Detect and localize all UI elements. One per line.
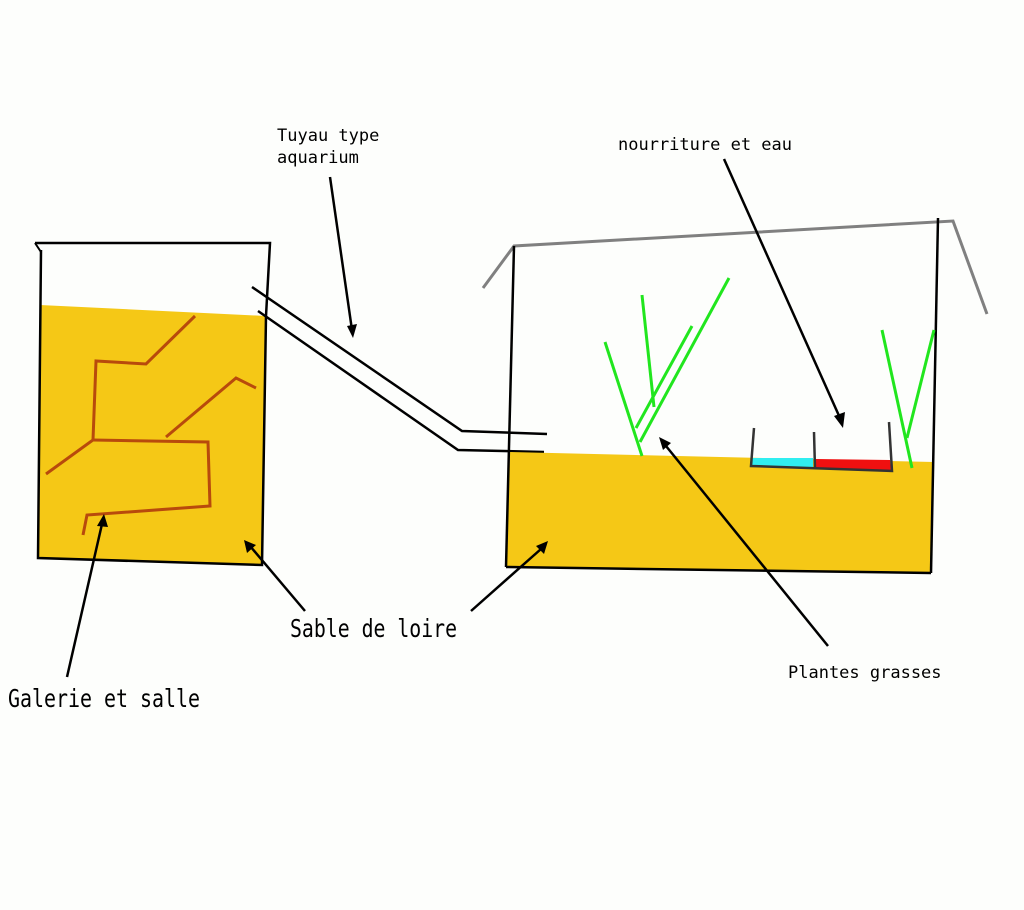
arrow-galerie [65, 523, 104, 678]
label-galerie: Galerie et salle [8, 684, 200, 713]
nest-tunnels [45, 314, 257, 536]
arrow-nourriture [722, 158, 842, 419]
lid [481, 219, 989, 315]
label-sable: Sable de loire [290, 614, 457, 643]
label-nourriture: nourriture et eau [618, 135, 792, 155]
labels: Tuyau type aquarium nourriture et eau Sa… [8, 126, 942, 713]
annotation-arrows [65, 158, 845, 678]
nest-container [34, 241, 272, 567]
arrow-tuyau [328, 176, 354, 331]
arrow-sable-left [249, 545, 306, 612]
label-plantes: Plantes grasses [788, 663, 942, 683]
nest-sand [38, 305, 266, 565]
nest-outline [35, 241, 272, 567]
foraging-container [481, 217, 989, 575]
label-tuyau-line2: aquarium [277, 148, 359, 168]
arrow-plantes [665, 445, 829, 647]
aquarium-tube [251, 285, 548, 454]
succulent-plants [603, 277, 936, 469]
food [816, 459, 891, 470]
food-water-dish [749, 421, 894, 473]
label-tuyau-line1: Tuyau type [277, 126, 379, 146]
arrow-sable-right [470, 548, 542, 612]
